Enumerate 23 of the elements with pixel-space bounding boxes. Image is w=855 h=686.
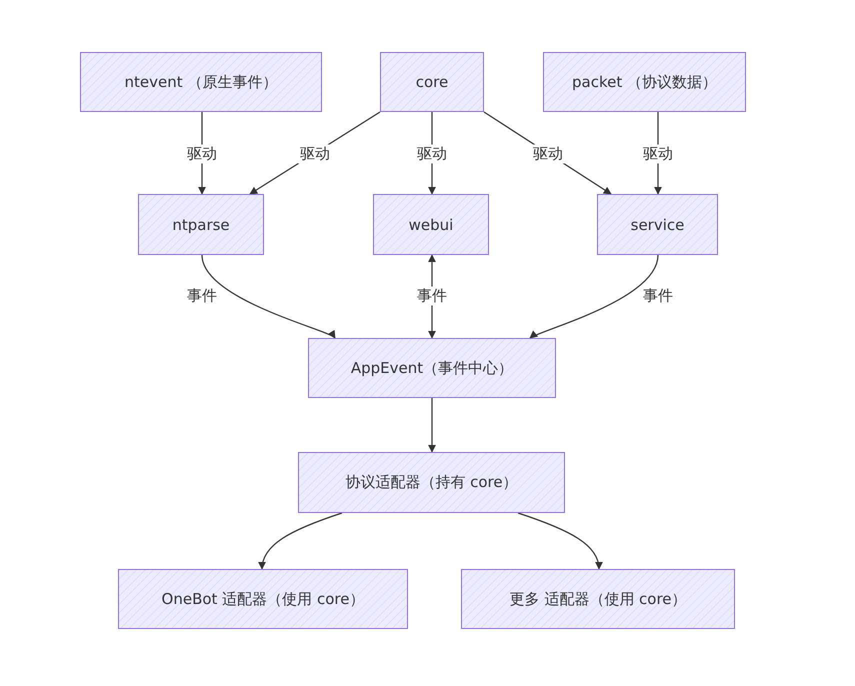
process-box: 协议适配器（持有 core） — [298, 452, 565, 513]
edge-label: 驱动 — [531, 144, 565, 164]
process-box: core — [380, 52, 484, 112]
process-box: packet （协议数据） — [543, 52, 746, 112]
edge-label: 驱动 — [641, 144, 675, 164]
process-box: AppEvent（事件中心） — [308, 338, 556, 398]
edge-label: 驱动 — [185, 144, 219, 164]
process-box: ntevent （原生事件） — [80, 52, 322, 112]
process-box: ntparse — [138, 194, 264, 255]
arrow — [201, 254, 336, 338]
process-box: service — [597, 194, 718, 255]
arrow — [258, 512, 342, 570]
edge-label: 事件 — [185, 286, 219, 306]
edge-label: 事件 — [415, 286, 449, 306]
edge-label: 驱动 — [415, 144, 449, 164]
process-box: webui — [373, 194, 489, 255]
process-box: OneBot 适配器（使用 core） — [118, 569, 408, 629]
arrow — [518, 512, 602, 570]
edge-label: 事件 — [641, 286, 675, 306]
arrow — [428, 398, 436, 453]
edge-label: 驱动 — [298, 144, 332, 164]
process-box: 更多 适配器（使用 core） — [461, 569, 735, 629]
arrow — [529, 254, 659, 339]
